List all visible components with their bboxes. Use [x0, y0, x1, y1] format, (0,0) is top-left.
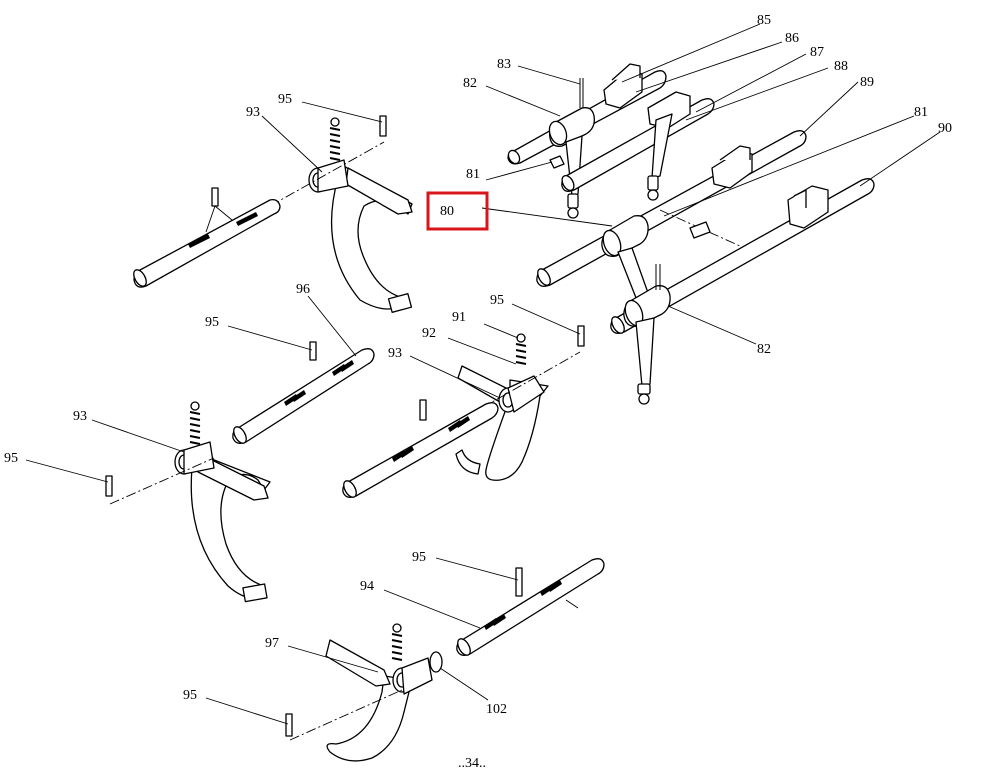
shift-rail-left	[133, 187, 281, 288]
shift-rail-bottom	[429, 558, 605, 673]
callout-95-d: 95	[4, 451, 18, 466]
callout-87: 87	[810, 45, 824, 60]
shift-rail-fourth	[610, 178, 875, 405]
callout-82-top: 82	[463, 76, 477, 91]
shift-fork-bottom	[285, 623, 433, 762]
highlight-box-80	[426, 191, 489, 231]
callout-81-right: 81	[914, 105, 928, 120]
callout-89: 89	[860, 75, 874, 90]
shift-fork-middle-right	[449, 325, 585, 481]
callout-81-left: 81	[466, 167, 480, 182]
page-number: ..34..	[458, 756, 486, 771]
callout-86: 86	[785, 31, 799, 46]
shift-rail-middle	[232, 341, 375, 444]
detent-pin-81	[549, 155, 741, 247]
callout-94: 94	[360, 579, 374, 594]
callout-95-e: 95	[412, 550, 426, 565]
callout-labels: 85 86 87 88 89 81 90 83 82 81 80 82 95 9…	[4, 13, 952, 717]
callout-95-f: 95	[183, 688, 197, 703]
callout-82-bottom: 82	[757, 342, 771, 357]
shift-fork-middle-left	[105, 401, 271, 603]
callout-83: 83	[497, 57, 511, 72]
callout-95-a: 95	[278, 92, 292, 107]
shift-rail-lower-middle	[342, 399, 499, 498]
callout-95-c: 95	[490, 293, 504, 308]
callout-85: 85	[757, 13, 771, 28]
callout-97: 97	[265, 636, 279, 651]
callout-90: 90	[938, 121, 952, 136]
callout-80: 80	[440, 204, 454, 219]
callout-91: 91	[452, 310, 466, 325]
leader-lines	[25, 23, 941, 725]
callout-93-c: 93	[73, 409, 87, 424]
callout-96: 96	[296, 282, 310, 297]
upper-right-assembly	[507, 63, 875, 405]
shift-fork-upper-left	[269, 115, 413, 313]
callout-93-b: 93	[388, 346, 402, 361]
callout-88: 88	[834, 59, 848, 74]
callout-95-b: 95	[205, 315, 219, 330]
shift-rail-second	[561, 91, 715, 201]
callout-102: 102	[486, 702, 507, 717]
callout-93-a: 93	[246, 105, 260, 120]
callout-92: 92	[422, 326, 436, 341]
